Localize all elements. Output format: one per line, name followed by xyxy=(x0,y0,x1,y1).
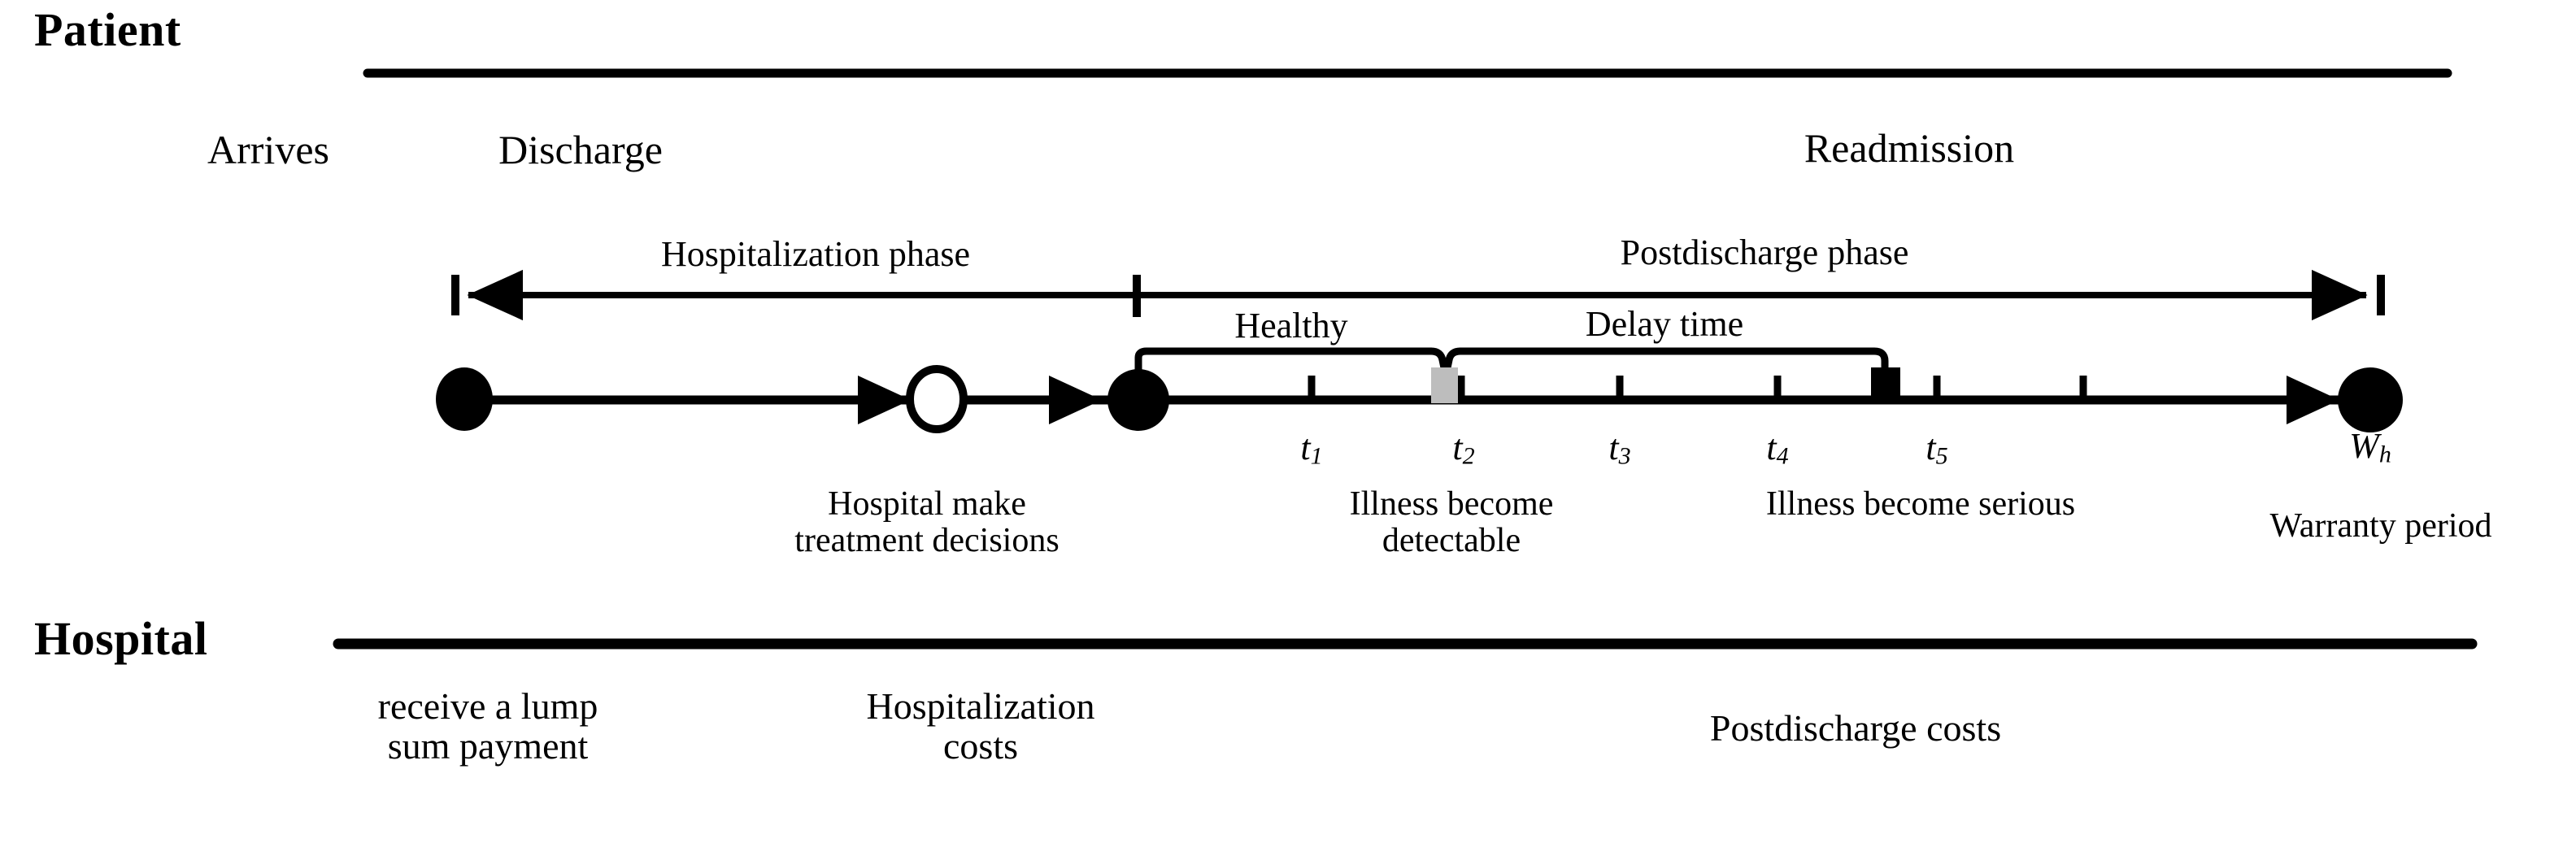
annotation-illness-serious-line1: Illness become serious xyxy=(1765,485,2076,523)
cost-label-lump-sum: receive a lump sum payment xyxy=(377,685,598,767)
node-discharge xyxy=(1107,369,1169,431)
event-label-discharge: Discharge xyxy=(498,127,663,172)
annotation-illness-detectable-line1: Illness become xyxy=(1349,485,1554,523)
healthy-bracket xyxy=(1134,347,1464,384)
tick-label-t2: t2 xyxy=(1452,428,1475,470)
cost-label-lump-sum-line1: receive a lump xyxy=(377,685,598,727)
cost-label-postdischarge-line1: Postdischarge costs xyxy=(1709,707,2002,749)
tick-label-t1-base: t xyxy=(1300,428,1311,467)
tick-label-t4-sub: 4 xyxy=(1776,442,1789,470)
phase-label-postdischarge: Postdischarge phase xyxy=(1620,232,1909,272)
node-warranty-end xyxy=(2338,367,2403,432)
tick-label-t2-base: t xyxy=(1452,428,1463,467)
tick-label-t3-base: t xyxy=(1608,428,1619,467)
annotation-treatment-decisions-line2: treatment decisions xyxy=(794,521,1060,559)
delay-time-bracket xyxy=(1456,347,1889,386)
event-label-arrives: Arrives xyxy=(207,127,329,172)
bracket-label-healthy: Healthy xyxy=(1234,306,1348,345)
annotation-warranty-period: Warranty period xyxy=(2270,508,2492,545)
tick-label-t2-sub: 2 xyxy=(1462,442,1475,470)
axis-arrow-to-warranty xyxy=(2287,376,2339,424)
node-decision xyxy=(906,365,968,433)
event-label-readmission: Readmission xyxy=(1804,125,2015,171)
cost-label-postdischarge: Postdischarge costs xyxy=(1709,707,2002,749)
marker-illness-detectable xyxy=(1431,367,1458,403)
cost-label-hospitalization: Hospitalization costs xyxy=(866,685,1095,767)
tick-label-t3-sub: 3 xyxy=(1618,442,1631,470)
tick-label-warranty-end: Wh xyxy=(2349,426,2391,468)
tick-label-t4-base: t xyxy=(1766,428,1777,467)
bracket-label-delay-time: Delay time xyxy=(1585,304,1744,344)
tick-label-t1-sub: 1 xyxy=(1310,442,1323,470)
cost-label-hospitalization-line1: Hospitalization xyxy=(866,685,1095,727)
marker-illness-serious xyxy=(1871,367,1900,403)
tick-label-t4: t4 xyxy=(1766,428,1789,470)
tick-label-t5: t5 xyxy=(1925,428,1948,470)
annotation-illness-serious: Illness become serious xyxy=(1766,486,2075,523)
phase-label-hospitalization: Hospitalization phase xyxy=(660,234,971,274)
tick-label-t1: t1 xyxy=(1300,428,1323,470)
annotation-illness-detectable-line2: detectable xyxy=(1382,521,1521,559)
warranty-end-base: W xyxy=(2349,426,2379,466)
axis-arrow-to-decision xyxy=(858,376,911,424)
annotation-treatment-decisions-line1: Hospital make xyxy=(828,485,1026,523)
tick-label-t5-base: t xyxy=(1925,428,1936,467)
role-label-hospital: Hospital xyxy=(34,612,208,665)
annotation-illness-detectable: Illness become detectable xyxy=(1350,486,1554,558)
cost-label-lump-sum-line2: sum payment xyxy=(387,724,589,767)
annotation-treatment-decisions: Hospital make treatment decisions xyxy=(794,486,1059,558)
annotation-warranty-period-line1: Warranty period xyxy=(2269,507,2492,545)
tick-label-t3: t3 xyxy=(1608,428,1631,470)
role-label-patient: Patient xyxy=(34,3,181,56)
tick-label-t5-sub: 5 xyxy=(1935,442,1948,470)
warranty-end-sub: h xyxy=(2378,441,2391,468)
axis-arrow-to-discharge xyxy=(1049,376,1102,424)
node-arrives xyxy=(436,367,493,431)
cost-label-hospitalization-line2: costs xyxy=(943,724,1018,767)
